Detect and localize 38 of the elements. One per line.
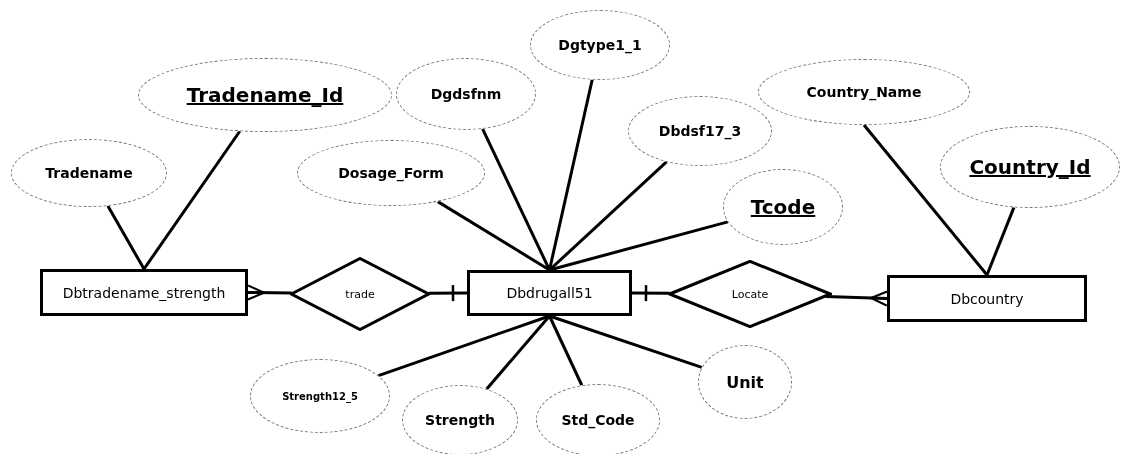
connector-line (548, 315, 584, 386)
relationship-line (246, 284, 292, 301)
connector-line (549, 314, 703, 369)
attribute-label: Dbdsf17_3 (658, 123, 742, 139)
key-attribute-label: Tcode (750, 195, 816, 219)
attribute-label: Dgtype1_1 (558, 37, 642, 53)
attribute-label: Unit (726, 372, 764, 392)
connector-line (481, 128, 551, 271)
relationship-line (632, 283, 670, 303)
attribute-label: Dosage_Form (338, 165, 444, 181)
attribute-label: Std_Code (561, 412, 635, 428)
key-attribute-label: Country_Id (969, 155, 1091, 179)
relationship-label: Locate (731, 287, 769, 301)
connector-line (485, 315, 551, 390)
relationship-diamond (668, 260, 832, 328)
attribute-label: Dgdsfnm (430, 86, 502, 102)
relationship-line (428, 283, 467, 303)
attribute-label: Strength12_5 (282, 390, 358, 402)
attribute-label: Strength (425, 412, 495, 428)
relationship-diamond (290, 257, 430, 331)
relationship-label: trade (345, 287, 375, 301)
entity-box (887, 275, 1087, 322)
connector-line (106, 205, 146, 270)
connector-line (142, 130, 241, 270)
entity-label: Dbdrugall51 (506, 285, 593, 301)
attribute-label: Tradename (45, 165, 133, 181)
connector-line (549, 220, 729, 272)
connector-line (437, 200, 551, 272)
entity-label: Dbcountry (950, 290, 1024, 307)
connector-line (377, 314, 550, 378)
entity-box (467, 270, 632, 316)
attribute-label: Country_Name (806, 84, 922, 100)
relationship-line (825, 290, 889, 307)
connector-line (862, 124, 989, 276)
entity-box (40, 269, 248, 316)
entity-label: Dbtradename_strength (62, 284, 226, 301)
key-attribute-label: Tradename_Id (186, 83, 344, 107)
connector-line (985, 206, 1016, 276)
